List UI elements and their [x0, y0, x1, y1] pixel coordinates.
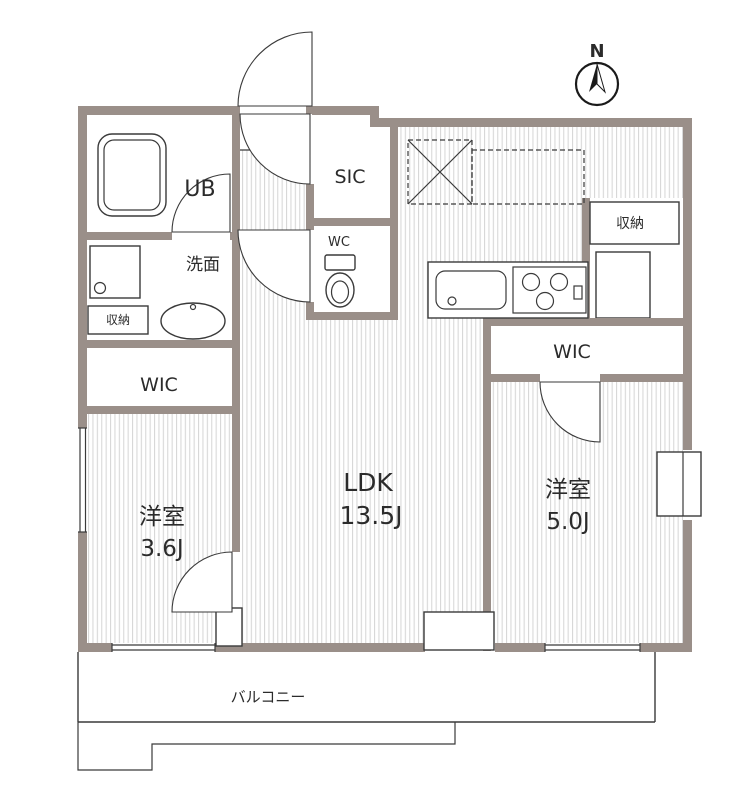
- wall-top-right: [370, 118, 692, 127]
- wall-washroom-wic: [78, 340, 240, 348]
- right-closet-strip: [595, 251, 651, 319]
- window-bottom-right: [544, 643, 641, 652]
- label-bedroom-left-size: 3.6J: [140, 536, 183, 562]
- wall-bath-washroom-a: [78, 232, 172, 240]
- room-labels: UB 洗面 収納 WIC 洋室 3.6J SIC WC 収納 WIC LDK 1…: [106, 166, 644, 706]
- wall-right-lower: [683, 520, 692, 652]
- storage-right-outline: [589, 201, 680, 245]
- window-bay-right: [656, 451, 702, 517]
- wall-ldk-bedroom-right: [483, 318, 491, 651]
- refrigerator-space-icon: [407, 139, 585, 205]
- wall-right-upper: [683, 118, 692, 450]
- storage-box-outline: [87, 305, 149, 335]
- windows: [78, 427, 702, 652]
- wall-wic-right-top: [483, 318, 683, 326]
- wall-bath-washroom-b: [230, 232, 240, 240]
- wall-hall-b: [306, 184, 314, 230]
- label-washroom: 洗面: [186, 255, 220, 275]
- doors: [171, 31, 601, 613]
- vanity-sink-icon: [160, 302, 226, 340]
- stove-icon: [512, 266, 587, 314]
- fixtures: [87, 133, 680, 651]
- label-ldk-size: 13.5J: [339, 501, 402, 530]
- compass-needle-light: [596, 63, 607, 94]
- kitchen-counter: [427, 261, 589, 319]
- wall-divider-left-upper: [232, 106, 240, 552]
- door-arc-bedroom-left: [171, 551, 233, 613]
- label-balcony: バルコニー: [231, 688, 306, 706]
- building-footprint: [77, 722, 456, 771]
- kitchen-floor-top: [398, 127, 683, 198]
- label-bedroom-left: 洋室: [139, 504, 185, 530]
- bathtub-icon: [97, 133, 167, 217]
- door-arc-sic: [239, 113, 311, 185]
- door-arc-bedroom-right: [539, 381, 601, 443]
- kitchen-floor-mid: [398, 198, 582, 262]
- washer-pan-icon: [89, 245, 141, 299]
- balcony-door-ldk: [423, 611, 495, 651]
- wall-hall-c: [306, 302, 314, 320]
- balcony-border: [77, 652, 656, 723]
- label-wic-left: WIC: [140, 374, 178, 396]
- wall-wc-ldk: [306, 312, 398, 320]
- window-bottom-left: [111, 643, 216, 652]
- wall-bottom-1: [78, 643, 112, 652]
- wall-left-lower: [78, 532, 87, 652]
- wall-bottom-2: [215, 643, 425, 652]
- label-wic-right: WIC: [553, 341, 591, 363]
- wall-bottom-3: [495, 643, 545, 652]
- north-label: N: [589, 41, 604, 62]
- compass-needle-dark: [589, 64, 597, 92]
- wall-bottom-4: [640, 643, 692, 652]
- label-wc: WC: [328, 235, 350, 250]
- wall-wic-bedroom: [78, 406, 240, 414]
- wall-top-left: [78, 106, 238, 115]
- wall-left-upper: [78, 106, 87, 428]
- label-storage-right: 収納: [616, 216, 644, 232]
- wall-hall-a: [306, 106, 314, 114]
- toilet-icon: [324, 254, 356, 308]
- label-sic: SIC: [335, 166, 366, 188]
- label-bedroom-right-size: 5.0J: [546, 509, 589, 535]
- balcony-outline: [77, 652, 656, 771]
- label-bedroom-right: 洋室: [545, 477, 591, 503]
- door-arc-bath: [171, 173, 231, 233]
- wall-top-mid: [312, 106, 378, 115]
- kitchen-sink-icon: [435, 270, 507, 310]
- sliding-door-bedroom-left: [215, 607, 243, 647]
- wall-sic-wc: [306, 218, 398, 226]
- ldk-floor: [240, 320, 483, 643]
- wall-wic-right-bottom-b: [600, 374, 683, 382]
- wall-top-jog: [370, 106, 379, 127]
- label-unit-bath: UB: [184, 177, 215, 202]
- door-arc-wc: [237, 229, 311, 303]
- wall-wic-right-bottom-a: [491, 374, 540, 382]
- window-left: [78, 427, 87, 533]
- compass: N: [574, 41, 620, 107]
- label-storage-washroom: 収納: [106, 313, 130, 327]
- label-ldk: LDK: [343, 468, 393, 497]
- door-arc-entrance: [237, 31, 313, 107]
